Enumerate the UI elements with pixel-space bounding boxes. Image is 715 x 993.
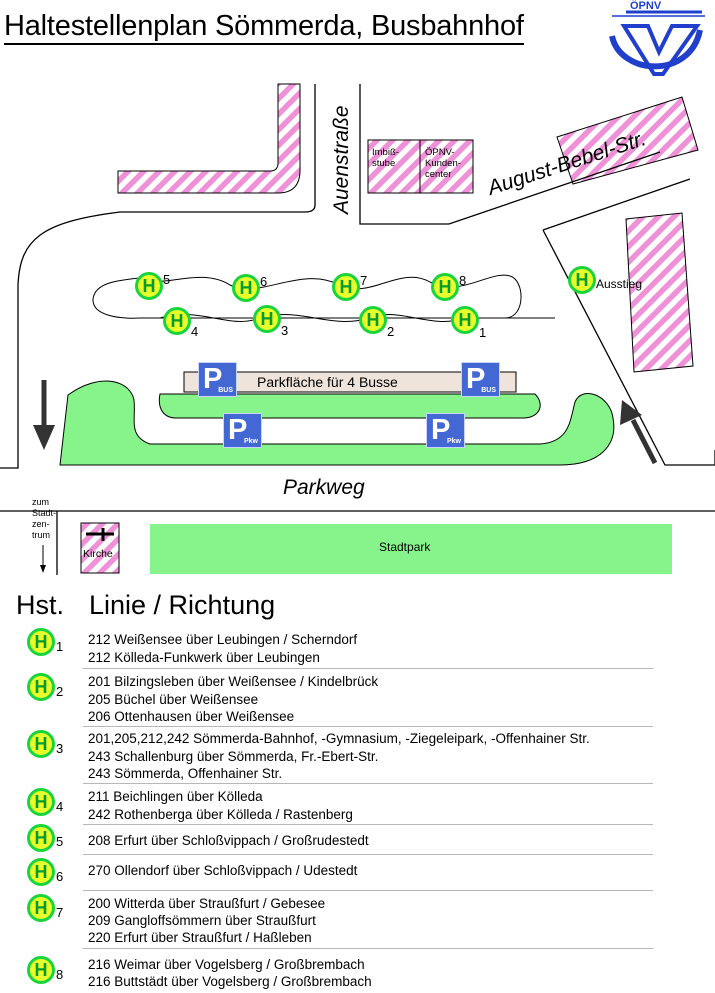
stop-4-number: 4 bbox=[191, 324, 199, 339]
parking-pkw-sign: P Pkw bbox=[426, 413, 465, 448]
arrow-down bbox=[33, 380, 55, 450]
stop-8-icon: H bbox=[431, 273, 459, 301]
parking-bus-sign: P BUS bbox=[461, 362, 500, 397]
arrow-small-down bbox=[40, 545, 46, 573]
stop-7-number: 7 bbox=[360, 273, 368, 288]
green-strip bbox=[158, 393, 541, 419]
stop-5-icon: H bbox=[135, 272, 163, 300]
stop-2-icon: H bbox=[359, 306, 387, 334]
stop-3-badge: H bbox=[27, 730, 55, 758]
kirche-building bbox=[80, 522, 120, 574]
imbiss-label: Imbiß- stube bbox=[372, 147, 399, 169]
stop-1-number: 1 bbox=[479, 325, 487, 340]
building-right bbox=[625, 212, 694, 373]
stop-7-icon: H bbox=[332, 273, 360, 301]
road-edges bbox=[0, 84, 715, 575]
stop-5-number: 5 bbox=[163, 272, 171, 287]
parking-pkw-sign: P Pkw bbox=[223, 413, 262, 448]
stop-7-badge: H bbox=[27, 894, 55, 922]
stop-6-badge: H bbox=[27, 858, 55, 886]
green-island bbox=[59, 380, 615, 466]
stop-4-icon: H bbox=[163, 307, 191, 335]
stop-2-badge: H bbox=[27, 673, 55, 701]
stop-6-icon: H bbox=[232, 274, 260, 302]
stadtpark-label: Stadtpark bbox=[379, 540, 431, 554]
stop-5-badge: H bbox=[27, 824, 55, 852]
parking-area-label: Parkfläche für 4 Busse bbox=[257, 374, 398, 390]
legend-header-hst: Hst. bbox=[16, 590, 65, 620]
ausstieg-label: Ausstieg bbox=[596, 277, 643, 291]
arrow-up bbox=[620, 400, 658, 465]
to-center-label: zum Stadt- zen- trum bbox=[32, 497, 57, 540]
street-auenstrasse: Auenstraße bbox=[330, 105, 353, 214]
page-title: Haltestellenplan Sömmerda, Busbahnhof bbox=[4, 10, 524, 45]
kundencenter-label: ÖPNV- Kunden- center bbox=[425, 147, 461, 180]
stop-2-number: 2 bbox=[387, 324, 395, 339]
building-top-left bbox=[117, 83, 301, 194]
stop-3-icon: H bbox=[253, 305, 281, 333]
stop-8-badge: H bbox=[27, 956, 55, 984]
ausstieg-icon: H bbox=[568, 266, 596, 294]
legend-header-line: Linie / Richtung bbox=[89, 590, 276, 620]
building-top-right bbox=[556, 96, 699, 185]
kirche-label: Kirche bbox=[83, 548, 113, 560]
stop-3-number: 3 bbox=[281, 323, 289, 338]
stop-6-number: 6 bbox=[260, 274, 268, 289]
stadtpark-area bbox=[150, 524, 672, 574]
street-parkweg: Parkweg bbox=[283, 476, 365, 499]
parking-bus-sign: P BUS bbox=[198, 362, 237, 397]
stop-8-number: 8 bbox=[459, 273, 467, 288]
stop-1-icon: H bbox=[451, 306, 479, 334]
stop-1-badge: H bbox=[27, 628, 55, 656]
bus-platform bbox=[183, 371, 517, 393]
opnv-logo bbox=[609, 10, 705, 76]
logo-text: ÖPNV bbox=[630, 0, 662, 12]
stop-4-badge: H bbox=[27, 788, 55, 816]
bus-loop bbox=[92, 277, 555, 319]
station-map bbox=[0, 10, 715, 575]
